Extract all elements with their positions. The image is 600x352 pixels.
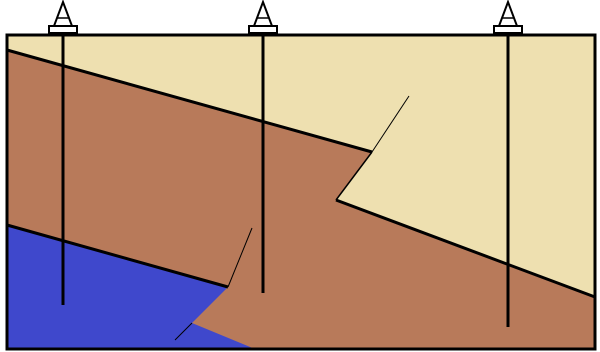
derrick-icon	[49, 2, 77, 33]
derrick-icon	[249, 2, 277, 33]
derrick-icon	[494, 2, 522, 33]
